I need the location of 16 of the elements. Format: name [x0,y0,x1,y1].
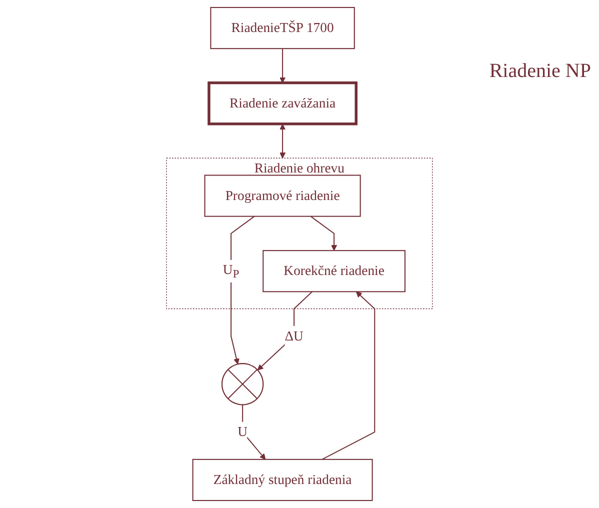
node-box: Korekčné riadenie [262,250,406,292]
arrow [310,216,338,251]
node-box: Riadenie zavážania [208,81,358,126]
node-box: RiadenieTŠP 1700 [210,6,355,50]
arrow [242,404,266,460]
arrow [322,291,376,460]
edge-label: U [238,424,248,440]
arrow [257,291,313,370]
arrow [280,124,286,158]
node-box: Základný stupeň riadenia [192,458,373,502]
arrow [230,216,255,364]
edge-label: ΔU [284,328,304,344]
arrow [280,48,286,84]
edge-label: U$_{P}$ [223,262,240,280]
node-box: Programové riadenie [204,174,361,217]
annotation-text: Riadenie NP [489,60,591,83]
